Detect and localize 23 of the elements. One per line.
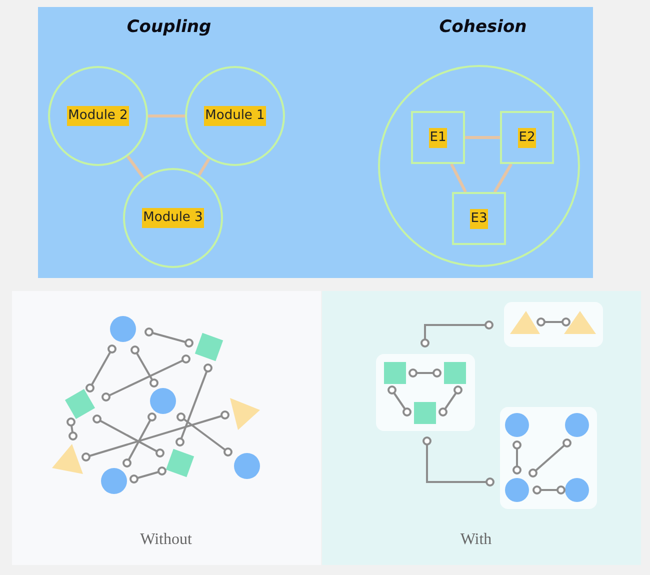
node-label: Module 1	[204, 106, 266, 126]
connector-line	[450, 163, 467, 193]
node-label: Module 2	[67, 106, 129, 126]
panel-caption: Without	[140, 531, 192, 549]
module-circle	[48, 66, 148, 166]
node-label: E3	[470, 208, 488, 228]
section-title: Coupling	[126, 17, 212, 37]
connector-line	[493, 163, 513, 193]
element-box	[411, 111, 465, 164]
module-circle	[123, 168, 223, 268]
module-circle	[185, 66, 285, 166]
section-title: Cohesion	[439, 17, 527, 37]
connector-line	[126, 155, 145, 179]
connector-line	[148, 114, 185, 118]
connector-line	[465, 136, 500, 139]
node-label: E2	[518, 128, 536, 148]
element-box	[452, 192, 506, 245]
connector-line	[198, 158, 210, 176]
node-label: E1	[428, 128, 448, 148]
group-circle	[378, 65, 580, 267]
node-label: Module 3	[142, 208, 204, 228]
panel-caption: With	[460, 531, 492, 549]
element-box	[500, 111, 554, 164]
